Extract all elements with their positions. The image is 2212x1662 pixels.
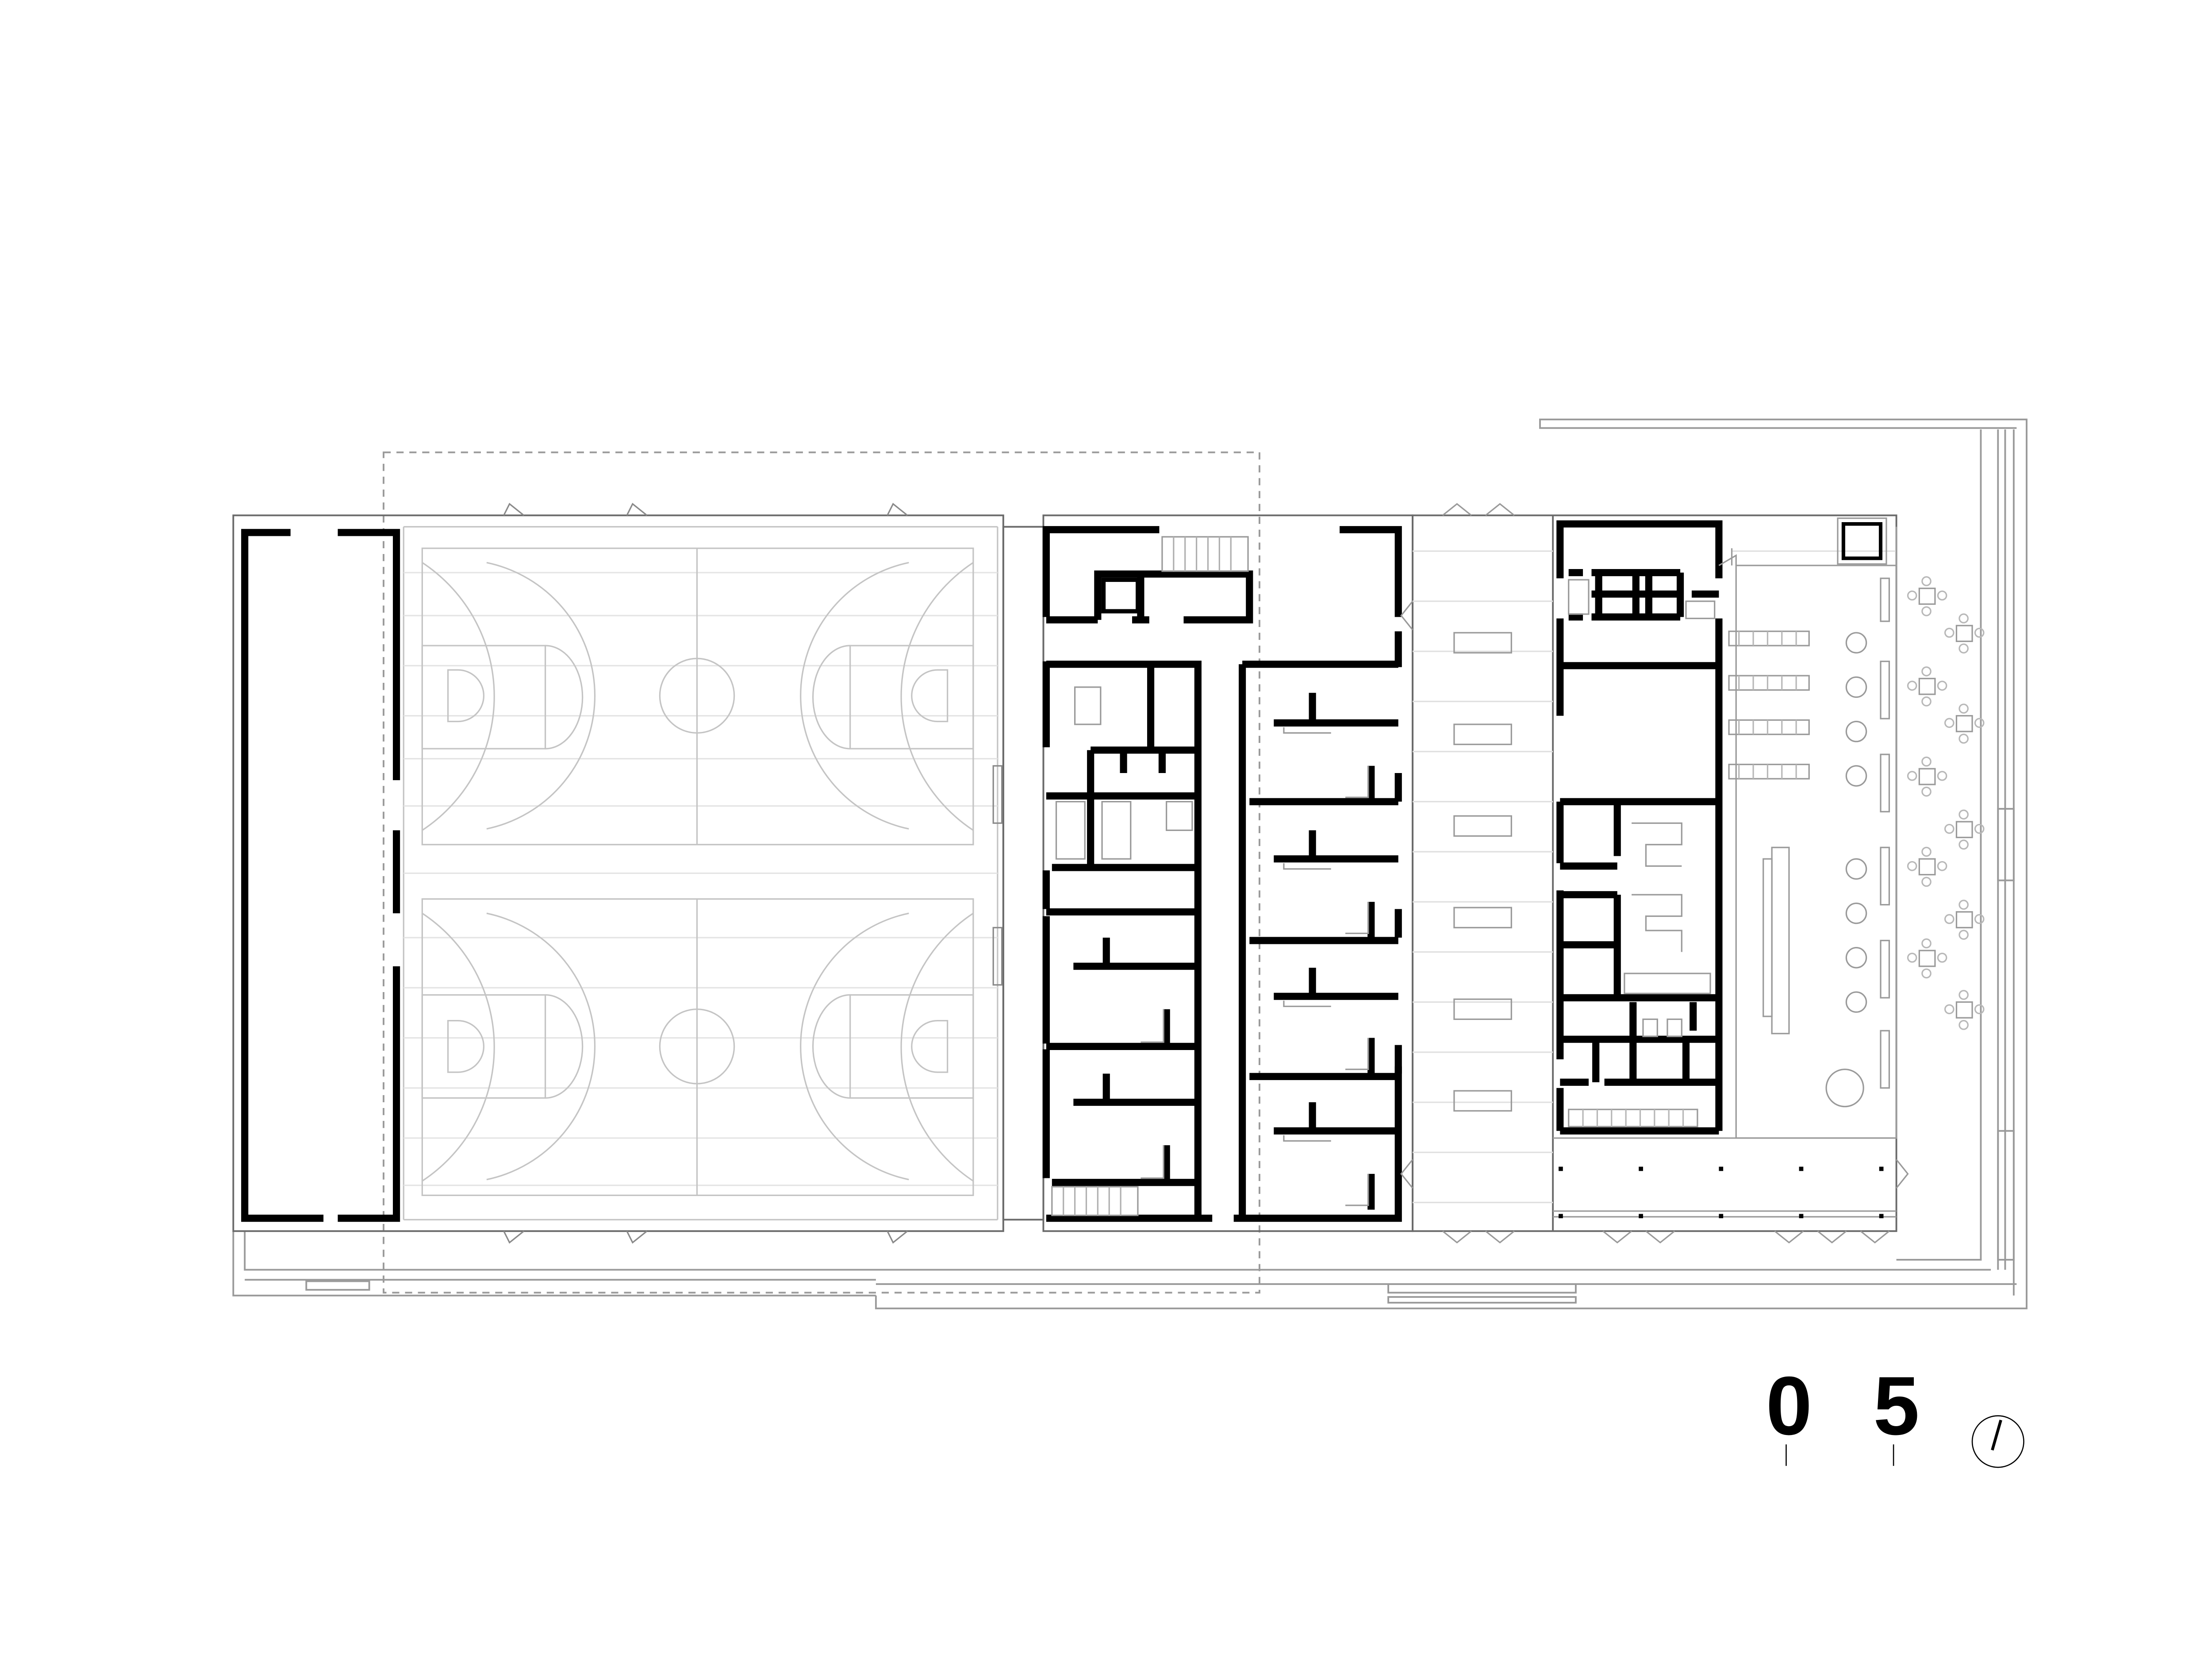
- ramp: [1387, 1283, 1577, 1294]
- scale-label-end: 5: [1873, 1359, 1919, 1452]
- dining-tables: [1728, 631, 1867, 1108]
- gym-doors: [503, 503, 1003, 1244]
- scale-label-start: 0: [1766, 1359, 1812, 1452]
- court-upper: [421, 547, 974, 846]
- terrace-tables: [1880, 527, 1985, 1089]
- dining-hall: [1400, 503, 1909, 1244]
- classroom-walls: [1042, 526, 1402, 1222]
- stair: [1051, 1186, 1139, 1216]
- lift-shaft: [1101, 577, 1140, 614]
- chimney: [1837, 517, 1887, 565]
- terrace-edge: [244, 1231, 1991, 1271]
- terrace-edge-east: [1896, 429, 1982, 1261]
- kitchen-walls: [1556, 520, 1723, 1135]
- ramp: [305, 1280, 370, 1291]
- north-arrow-icon: [1971, 1415, 2024, 1468]
- court-lower: [421, 898, 974, 1196]
- scale-bar: 0 5: [1766, 1359, 1920, 1466]
- ramp: [1387, 1296, 1577, 1304]
- site-outline: [232, 418, 2028, 1309]
- canopy-outline: [383, 451, 1260, 1294]
- platform-edge-west: [232, 1231, 876, 1297]
- round-table: [1825, 1069, 1864, 1108]
- table: [1074, 686, 1102, 725]
- stair: [1161, 536, 1249, 572]
- platform-edge-outer: [875, 418, 2028, 1309]
- kitchen-fixtures: [1568, 517, 1887, 1127]
- classroom-details: [1051, 536, 1369, 1216]
- storage-walls: [241, 529, 400, 1222]
- basketball-court: [403, 526, 998, 1220]
